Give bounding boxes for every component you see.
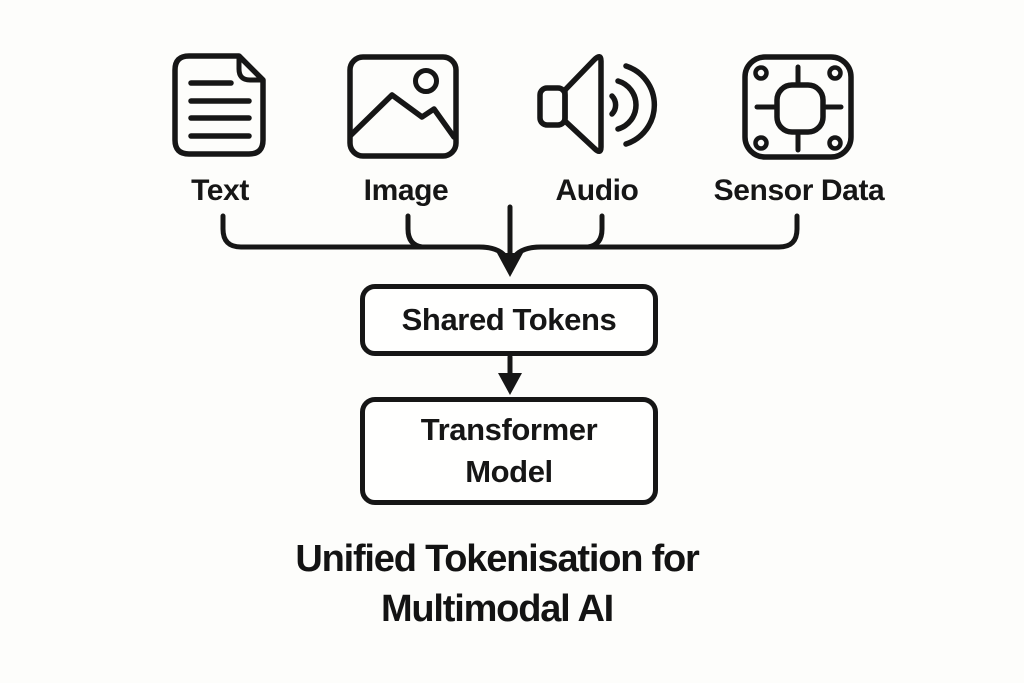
arrow-to-transformer-head	[498, 373, 522, 395]
modality-label-sensor-data: Sensor Data	[713, 174, 885, 207]
shared-tokens-node: Shared Tokens	[360, 284, 658, 356]
shared-tokens-label: Shared Tokens	[401, 302, 617, 337]
transformer-model-node: Transformer Model	[360, 397, 658, 505]
document-icon	[172, 53, 266, 157]
arrow-to-shared-tokens-head	[497, 253, 523, 277]
transformer-label-line1: Transformer	[420, 412, 598, 447]
diagram-title: Unified Tokenisation for Multimodal AI	[0, 534, 994, 634]
sensor-icon	[742, 54, 854, 160]
modality-label-audio: Audio	[555, 174, 639, 207]
title-line2: Multimodal AI	[380, 588, 614, 630]
audio-icon	[537, 54, 658, 154]
transformer-label-line2: Model	[465, 454, 553, 489]
image-icon	[347, 54, 459, 159]
modality-label-text: Text	[191, 174, 249, 207]
title-line1: Unified Tokenisation for	[295, 538, 699, 580]
modality-label-image: Image	[363, 174, 449, 207]
